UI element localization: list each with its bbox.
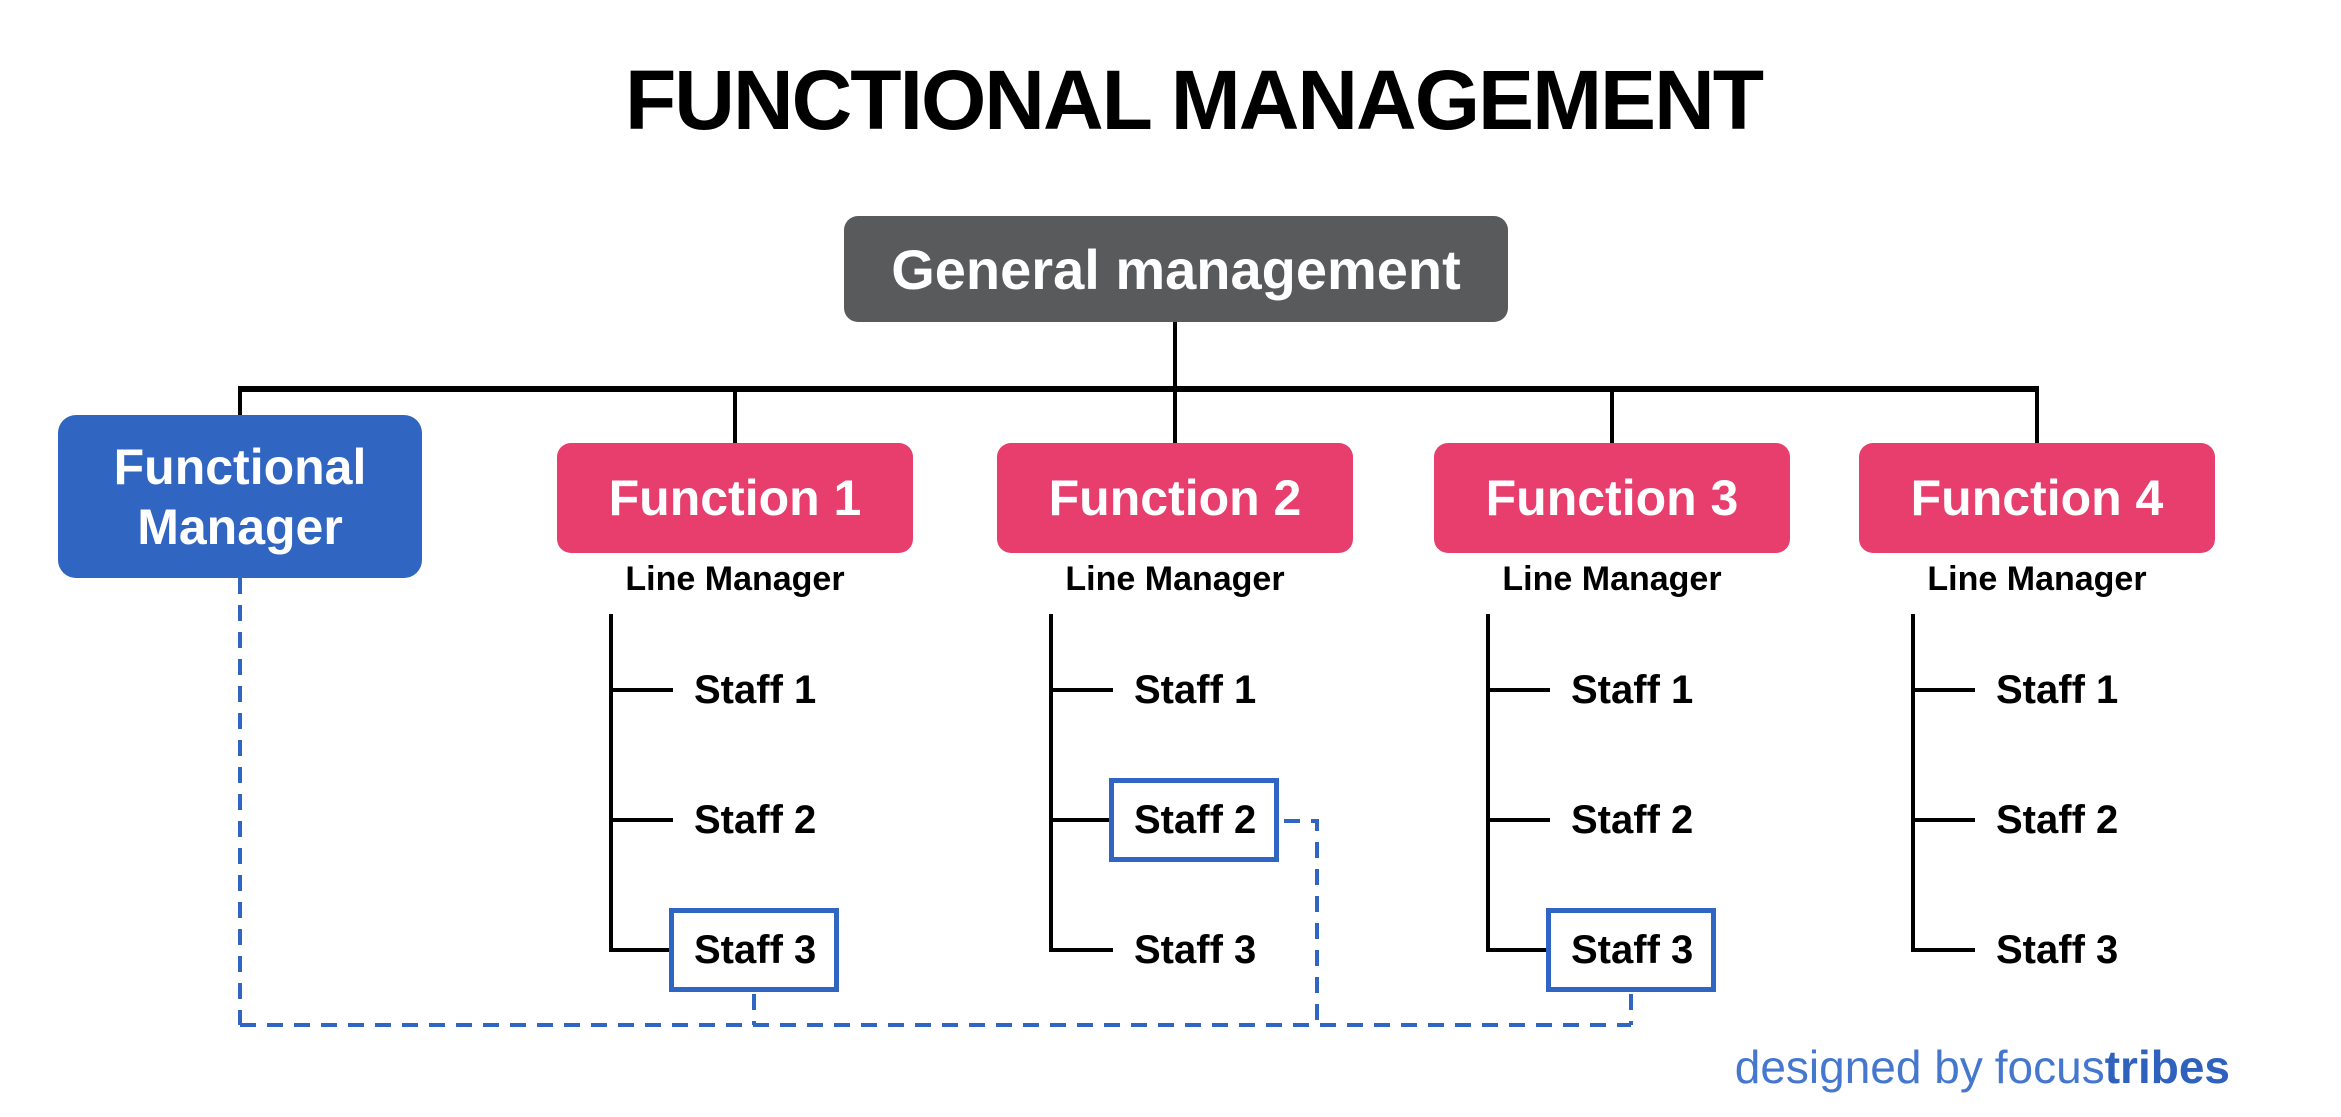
f1-staff-3-highlighted: Staff 3 [669,908,839,992]
f2-staff-3: Staff 3 [1134,927,1257,972]
f1-staff-1: Staff 1 [694,667,817,712]
function-3-box: Function 3 [1434,443,1790,553]
functional-manager-box: Functional Manager [58,415,422,578]
brand-focus: focus [1994,1041,2105,1093]
credit-prefix: designed by [1734,1041,1983,1093]
function-3-line-manager: Line Manager [1502,560,1722,598]
page-title: FUNCTIONAL MANAGEMENT [625,53,1764,147]
function-3-label: Function 3 [1485,470,1739,526]
function-1-box: Function 1 [557,443,913,553]
function-4-line-manager: Line Manager [1927,560,2147,598]
f2-staff-2-highlighted: Staff 2 [1109,778,1279,862]
function-2-label: Function 2 [1048,470,1302,526]
general-management-label: General management [891,237,1461,301]
function-2-line-manager: Line Manager [1065,560,1285,598]
f3-staff-2: Staff 2 [1571,797,1694,842]
f4-staff-2: Staff 2 [1996,797,2119,842]
function-1-label: Function 1 [608,470,862,526]
f2-staff-1: Staff 1 [1134,667,1257,712]
function-1-line-manager: Line Manager [625,560,845,598]
f1-staff-2: Staff 2 [694,797,817,842]
f3-staff-1: Staff 1 [1571,667,1694,712]
general-management-box: General management [844,216,1508,322]
f4-staff-1: Staff 1 [1996,667,2119,712]
brand-tribes: tribes [2104,1041,2230,1093]
dashed-f2-staff2-link [1284,819,1319,1025]
f4-staff-3: Staff 3 [1996,927,2119,972]
f3-staff-3-highlighted: Staff 3 [1546,908,1716,992]
function-4-label: Function 4 [1910,470,2164,526]
functional-manager-label: Functional Manager [113,438,367,555]
function-4-box: Function 4 [1859,443,2215,553]
function-2-box: Function 2 [997,443,1353,553]
